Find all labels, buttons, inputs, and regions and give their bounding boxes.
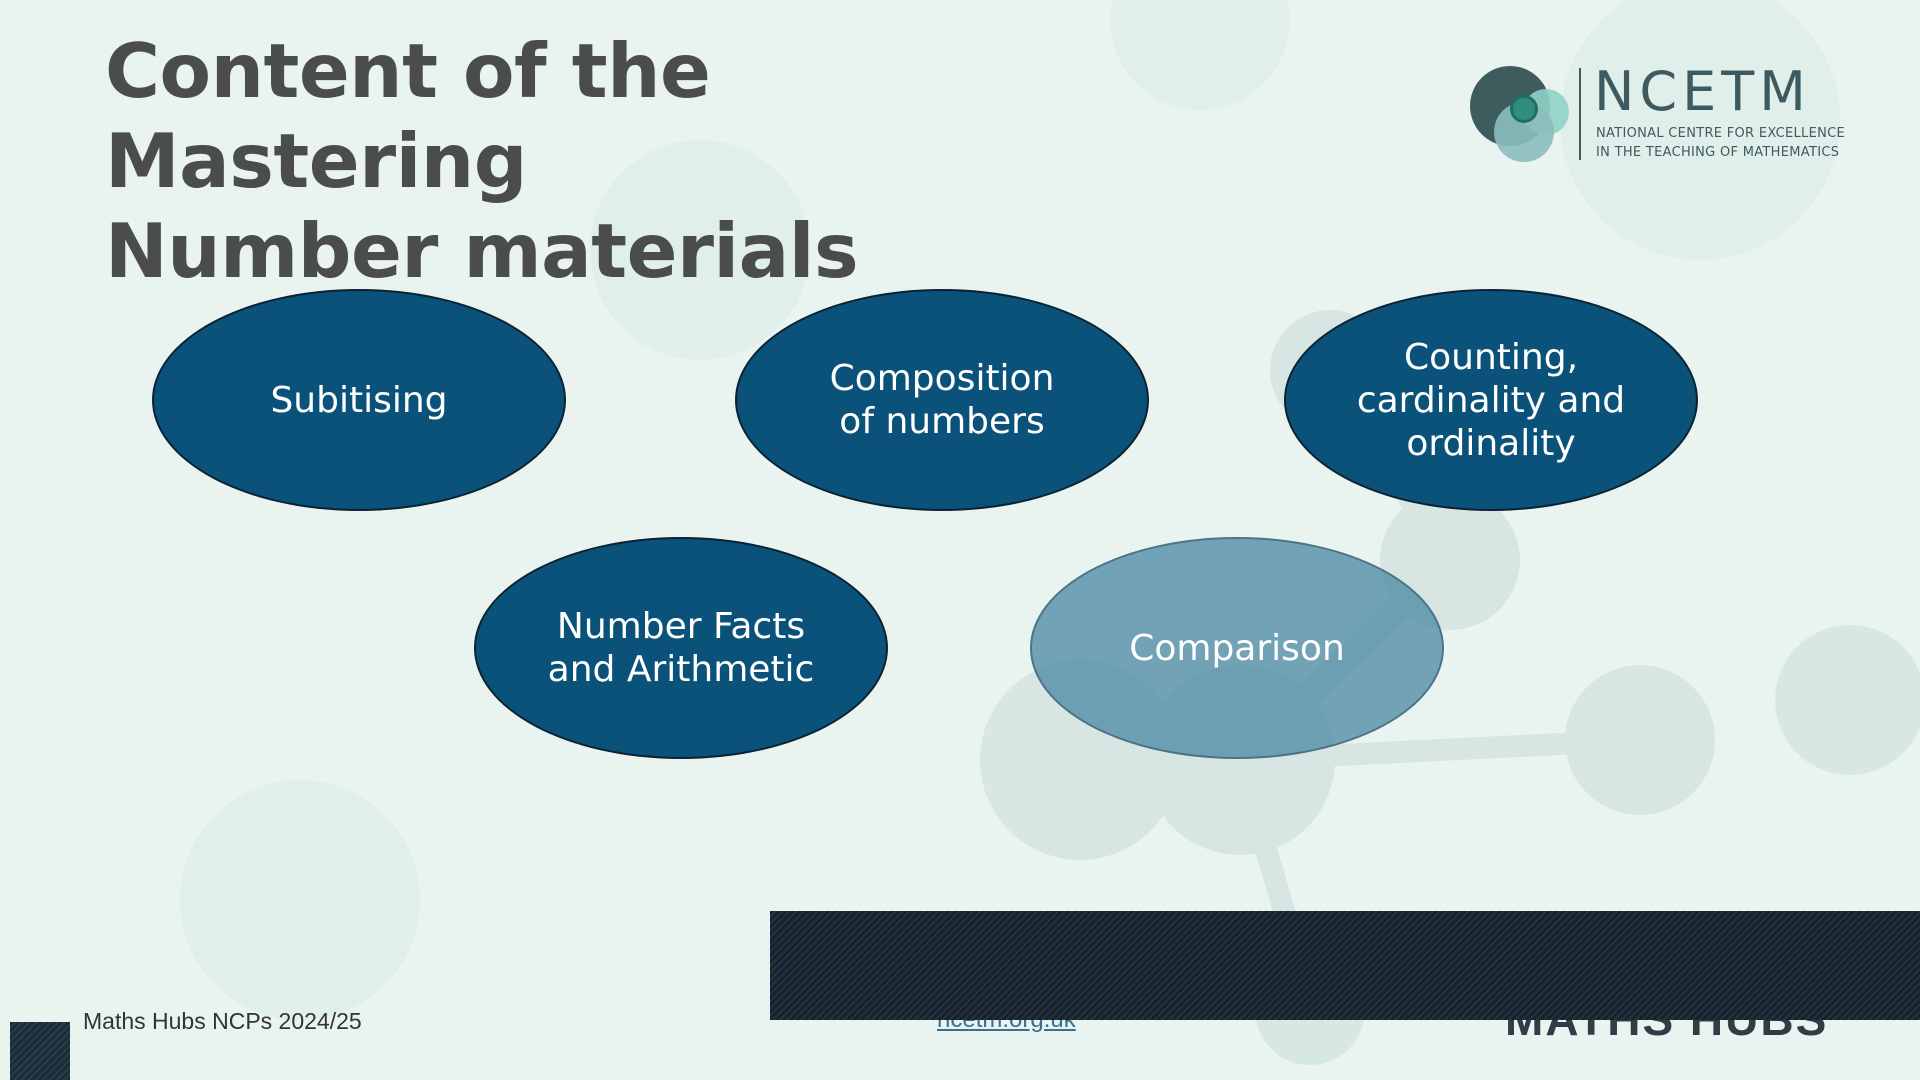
logo-subtitle-line-2: IN THE TEACHING OF MATHEMATICS bbox=[1596, 145, 1840, 160]
topic-number-facts-arithmetic[interactable]: Number Facts and Arithmetic bbox=[474, 537, 888, 759]
title-line-2: Number materials bbox=[105, 207, 859, 295]
topic-label: Number Facts and Arithmetic bbox=[547, 606, 815, 690]
ncetm-logo-mark-icon bbox=[1470, 66, 1569, 162]
topic-composition-of-numbers[interactable]: Composition of numbers bbox=[735, 289, 1149, 511]
topic-counting-cardinality-ordinality[interactable]: Counting, cardinality and ordinality bbox=[1284, 289, 1698, 511]
logo-subtitle-line-1: NATIONAL CENTRE FOR EXCELLENCE bbox=[1596, 126, 1845, 141]
footer-square-decoration bbox=[10, 1022, 70, 1080]
footer-label: Maths Hubs NCPs 2024/25 bbox=[83, 1008, 362, 1034]
topic-comparison[interactable]: Comparison bbox=[1030, 537, 1444, 759]
topic-label: Counting, cardinality and ordinality bbox=[1356, 336, 1626, 464]
page-title: Content of the Mastering Number material… bbox=[105, 26, 1105, 296]
topic-label: Composition of numbers bbox=[829, 358, 1055, 442]
logo-name: NCETM bbox=[1594, 60, 1811, 123]
topic-label: Subitising bbox=[270, 379, 448, 421]
overlay-bar bbox=[770, 911, 1920, 1020]
logo-divider bbox=[1579, 68, 1581, 160]
ncetm-logo: NCETM NATIONAL CENTRE FOR EXCELLENCE IN … bbox=[1466, 60, 1845, 174]
topic-subitising[interactable]: Subitising bbox=[152, 289, 566, 511]
topic-label: Comparison bbox=[1129, 627, 1345, 669]
title-line-1: Content of the Mastering bbox=[105, 27, 711, 205]
